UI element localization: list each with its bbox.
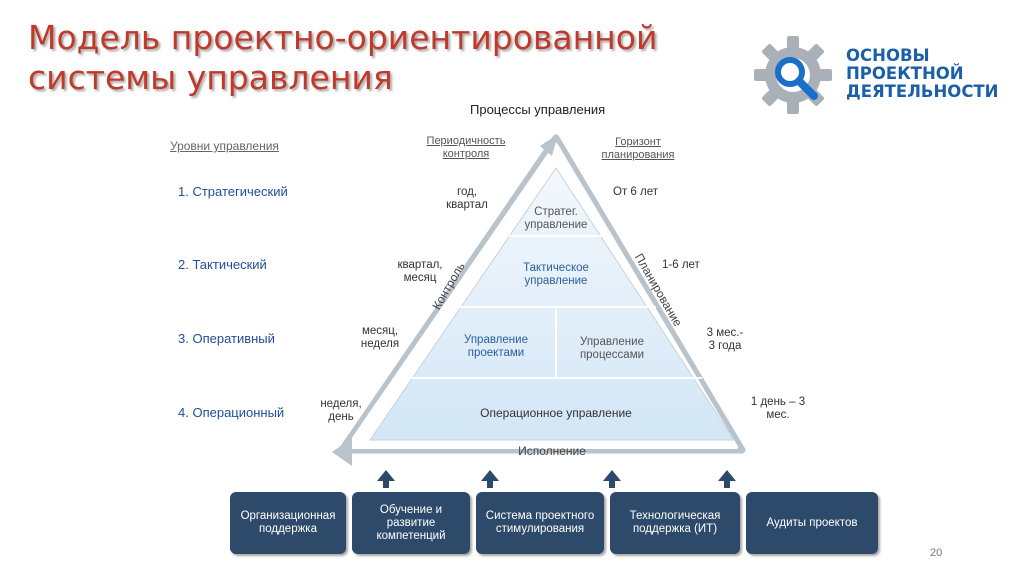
level-3: 3. Оперативный bbox=[178, 331, 275, 346]
levels-header: Уровни управления bbox=[170, 139, 279, 153]
control-arrow-head bbox=[540, 134, 558, 156]
up-arrow-1 bbox=[377, 470, 395, 488]
up-arrow-3 bbox=[603, 470, 621, 488]
pyramid-processes: Управление процессами bbox=[579, 336, 645, 361]
horizon-value-1: От 6 лет bbox=[613, 186, 658, 198]
horizon-value-2: 1-6 лет bbox=[662, 259, 700, 271]
logo-line-2: ПРОЕКТНОЙ bbox=[846, 64, 964, 83]
outer-triangle-inner bbox=[346, 143, 738, 449]
logo-line-3: ДЕЯТЕЛЬНОСТИ bbox=[846, 82, 999, 101]
support-box-training: Обучение и развитие компетенций bbox=[352, 492, 470, 554]
control-value-4: неделя, день bbox=[320, 398, 362, 423]
horizon-header: Горизонт планирования bbox=[601, 136, 675, 161]
level-4: 4. Операционный bbox=[178, 405, 285, 420]
horizon-value-4: 1 день – 3 мес. bbox=[750, 396, 806, 421]
level-1: 1. Стратегический bbox=[178, 184, 288, 199]
pyramid-projects: Управление проектами bbox=[464, 334, 528, 359]
control-header: Периодичность контроля bbox=[426, 135, 506, 160]
support-box-incentives: Система проектного стимулирования bbox=[476, 492, 604, 554]
pyramid bbox=[369, 167, 735, 441]
page-number: 20 bbox=[930, 547, 943, 559]
diagram-heading: Процессы управления bbox=[470, 102, 606, 117]
execution-arrow-label: Исполнение bbox=[518, 444, 586, 458]
gear-magnifier-icon bbox=[754, 36, 832, 114]
control-value-3: месяц, неделя bbox=[360, 325, 400, 350]
page-title: Модель проектно-ориентированной системы … bbox=[28, 18, 658, 97]
level-2: 2. Тактический bbox=[178, 257, 267, 272]
control-value-2: квартал, месяц bbox=[397, 259, 443, 284]
pyramid-strategic: Стратег. управление bbox=[524, 206, 588, 231]
pyramid-operational: Операционное управление bbox=[480, 406, 632, 420]
logo-line-1: ОСНОВЫ bbox=[846, 46, 930, 65]
support-box-audits: Аудиты проектов bbox=[746, 492, 878, 554]
horizon-value-3: 3 мес.- 3 года bbox=[706, 327, 744, 352]
support-box-it: Технологическая поддержка (ИТ) bbox=[610, 492, 740, 554]
outer-triangle bbox=[338, 134, 746, 454]
support-box-org: Организационная поддержка bbox=[230, 492, 346, 554]
execution-arrow-head bbox=[332, 438, 352, 466]
pyramid-tactical: Тактическое управление bbox=[523, 262, 589, 287]
logo-text: ОСНОВЫ ПРОЕКТНОЙ ДЕЯТЕЛЬНОСТИ bbox=[846, 47, 1016, 101]
up-arrow-4 bbox=[718, 470, 736, 488]
support-arrows bbox=[377, 470, 736, 488]
control-value-1: год, квартал bbox=[446, 186, 488, 211]
up-arrow-2 bbox=[481, 470, 499, 488]
